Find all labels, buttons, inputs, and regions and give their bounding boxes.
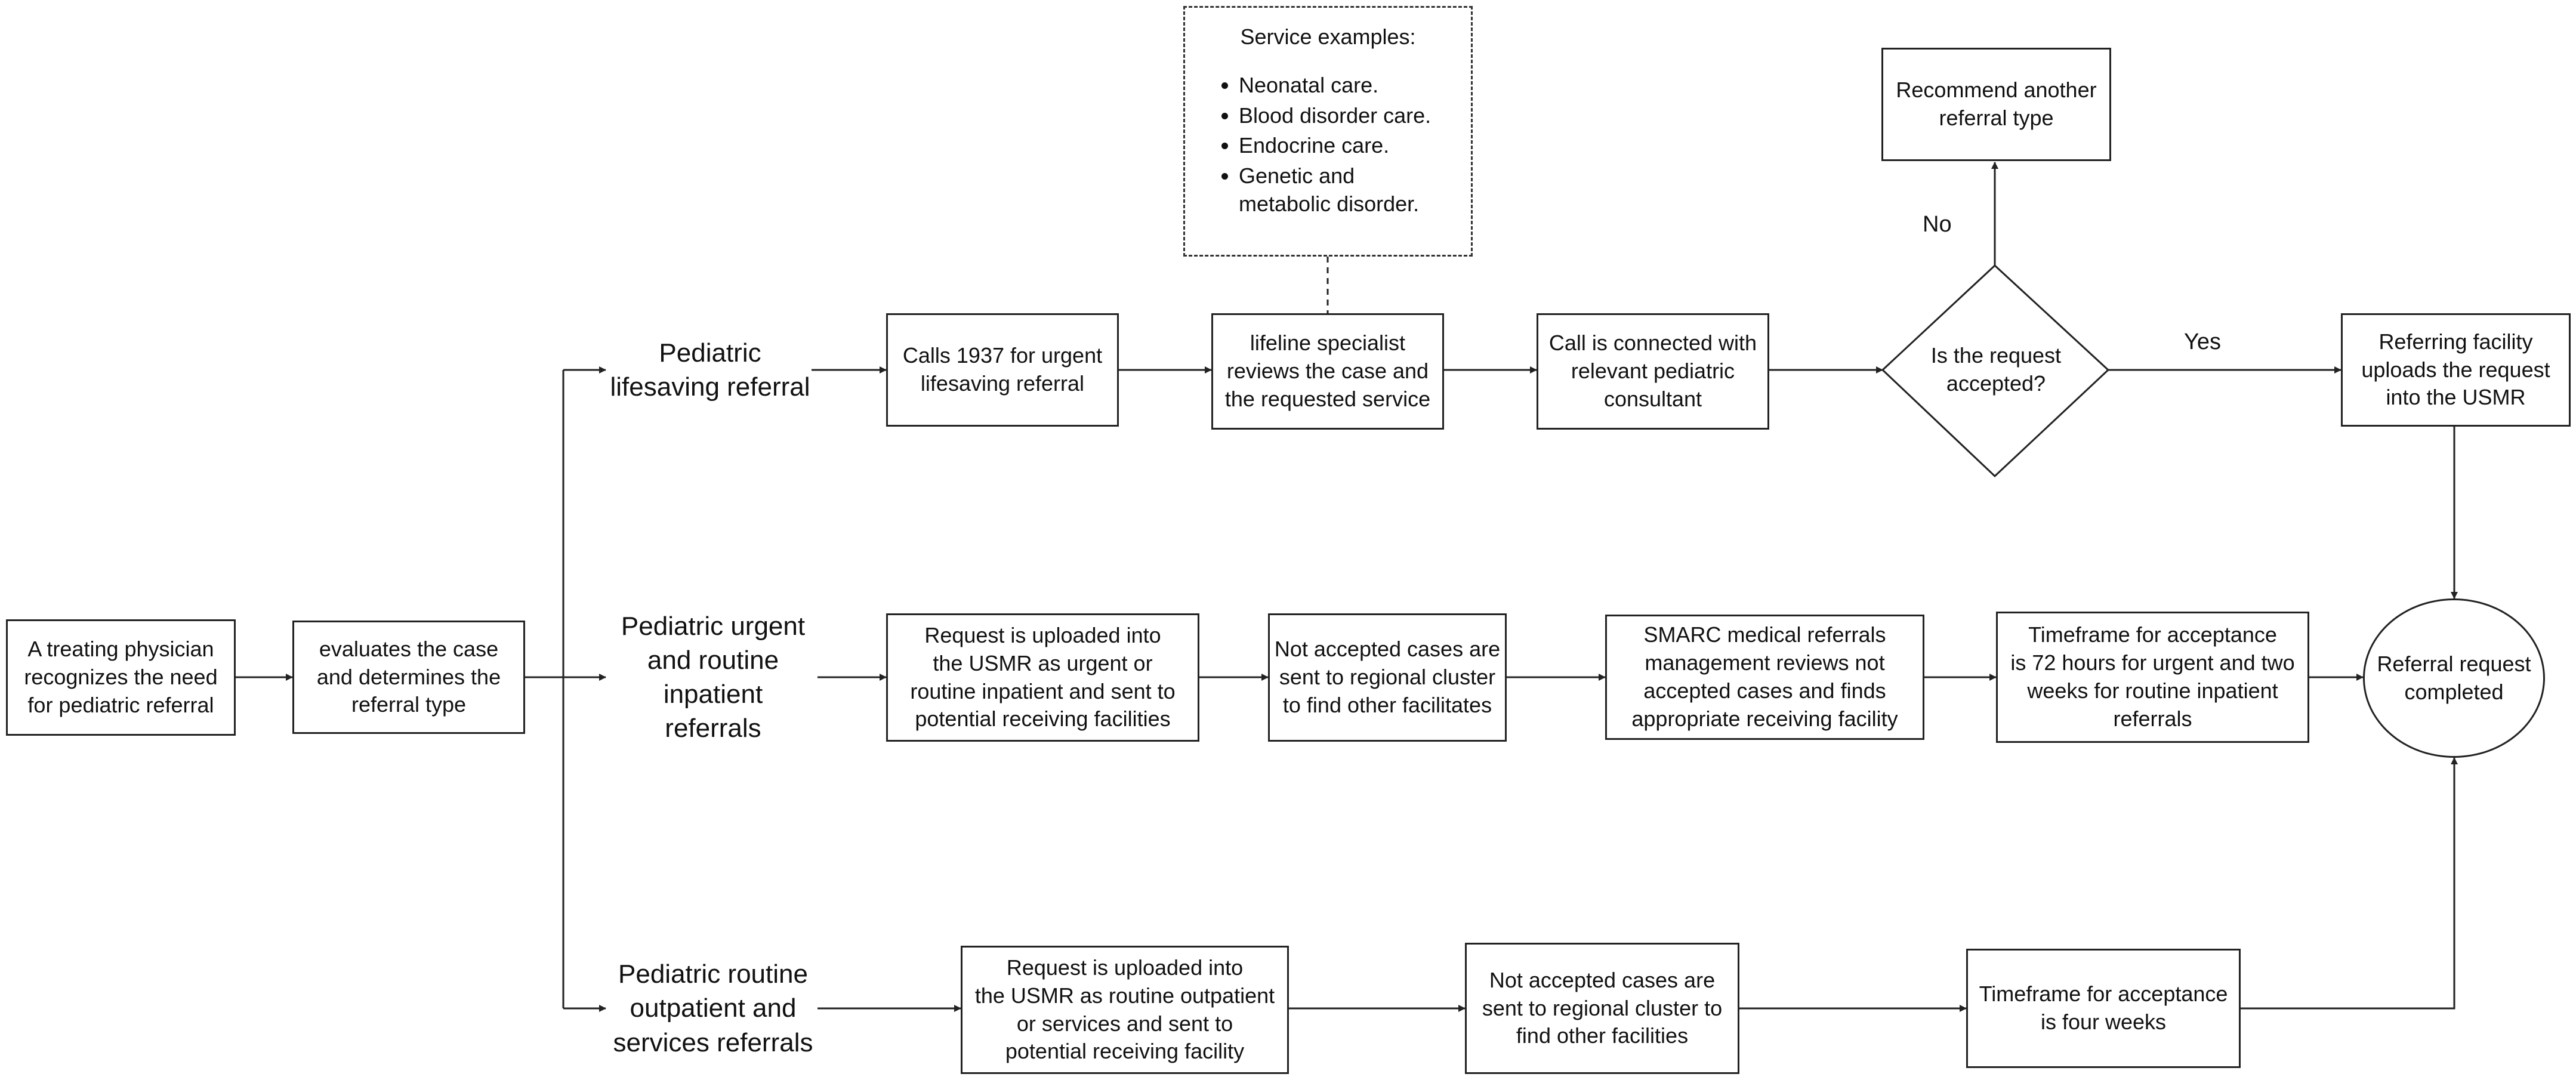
service-example-item: Blood disorder care.	[1239, 102, 1453, 130]
edge-outpatient-timeframe-completed	[2241, 757, 2458, 1010]
edge-label-yes: Yes	[2184, 329, 2221, 354]
node-smarc-review: SMARC medical referrals management revie…	[1605, 615, 1924, 740]
service-example-item: Neonatal care.	[1239, 72, 1453, 100]
decision-diamond-shape	[1881, 264, 2110, 478]
lane-label-outpatient: Pediatric routine outpatient and service…	[613, 959, 813, 1057]
node-recommend-another: Recommend another referral type	[1881, 48, 2111, 161]
node-call-connected: Call is connected with relevant pediatri…	[1537, 313, 1769, 430]
node-outpatient-timeframe: Timeframe for acceptance is four weeks	[1966, 949, 2241, 1068]
service-examples-title: Service examples:	[1240, 24, 1416, 49]
node-request-accepted-question: Is the request accepted?	[1930, 343, 2062, 396]
node-inpatient-upload: Request is uploaded into the USMR as urg…	[886, 613, 1199, 742]
node-outpatient-not-accepted: Not accepted cases are sent to regional …	[1465, 943, 1739, 1074]
node-inpatient-not-accepted: Not accepted cases are sent to regional …	[1268, 613, 1507, 742]
service-examples-box: Service examples: Neonatal care. Blood d…	[1183, 6, 1473, 257]
lane-label-lifesaving: Pediatric lifesaving referral	[610, 338, 810, 402]
service-example-item: Endocrine care.	[1239, 132, 1453, 160]
node-referral-completed: Referral request completed	[2363, 598, 2545, 758]
service-examples-list: Neonatal care. Blood disorder care. Endo…	[1203, 72, 1453, 218]
node-treating-physician: A treating physician recognizes the need…	[6, 619, 236, 736]
node-referring-facility-uploads: Referring facility uploads the request i…	[2341, 313, 2571, 427]
node-evaluate-case: evaluates the case and determines the re…	[292, 621, 525, 734]
node-outpatient-upload: Request is uploaded into the USMR as rou…	[961, 946, 1289, 1074]
lane-label-inpatient: Pediatric urgent and routine inpatient r…	[621, 611, 806, 743]
node-calls-1937: Calls 1937 for urgent lifesaving referra…	[886, 313, 1119, 427]
node-lifeline-specialist: lifeline specialist reviews the case and…	[1211, 313, 1444, 430]
service-example-item: Genetic and metabolic disorder.	[1239, 162, 1453, 218]
node-inpatient-timeframe: Timeframe for acceptance is 72 hours for…	[1996, 612, 2309, 743]
edge-label-no: No	[1923, 212, 1952, 237]
